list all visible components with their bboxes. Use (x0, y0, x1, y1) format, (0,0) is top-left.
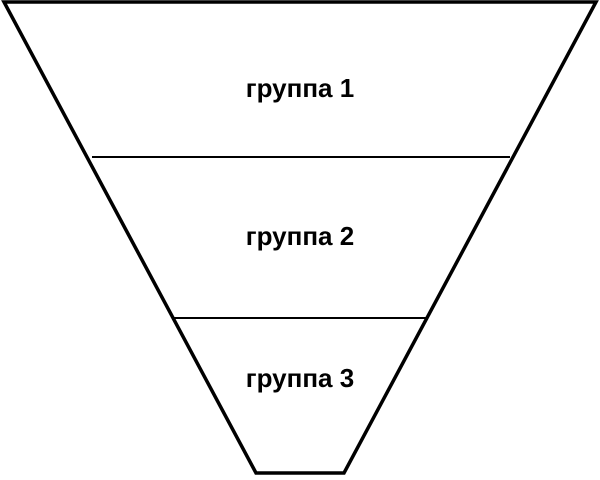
funnel-segment-label-1: группа 1 (246, 73, 354, 103)
funnel-segment-label-2: группа 2 (246, 221, 354, 251)
funnel-segment-label-3: группа 3 (246, 363, 354, 393)
